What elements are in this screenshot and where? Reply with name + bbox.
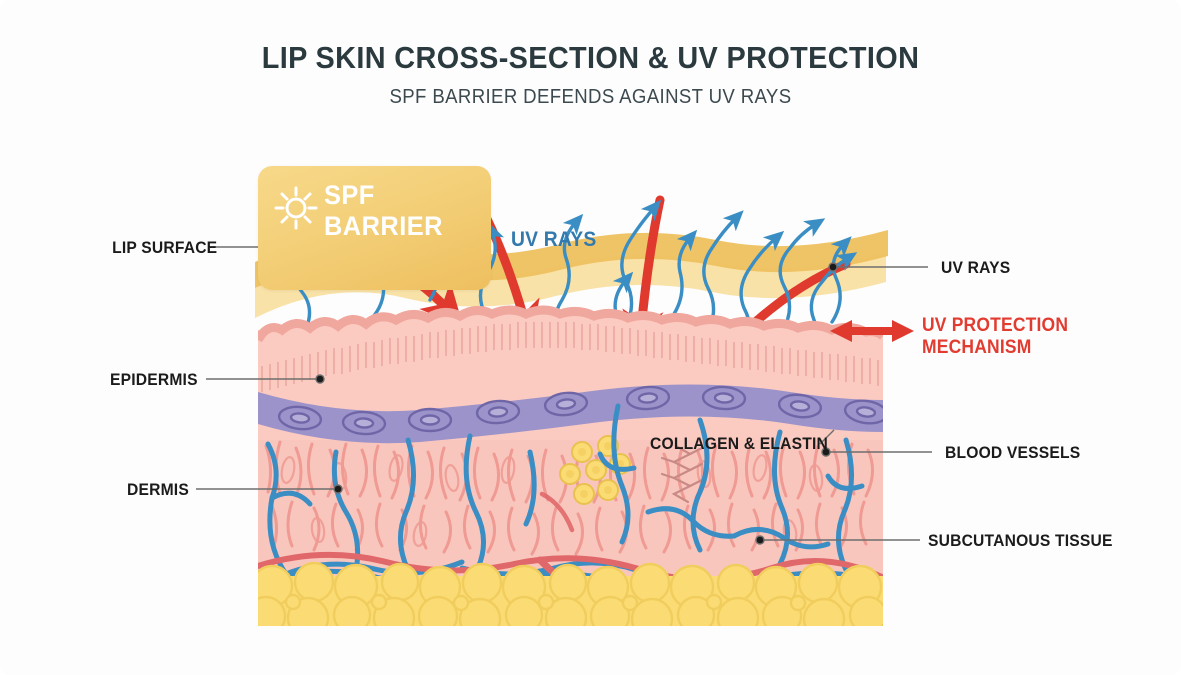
callout-uv-protection-mechanism: UV PROTECTION MECHANISM: [922, 315, 1069, 358]
callout-collagen-elastin: COLLAGEN & ELASTIN: [650, 434, 828, 453]
label-dermis: DERMIS: [127, 480, 189, 499]
skin-block: [258, 305, 883, 626]
callout-uv-rays-overlay: UV RAYS: [511, 228, 597, 251]
label-lip-surface: LIP SURFACE: [112, 238, 218, 257]
label-subcutanous-tissue: SUBCUTANOUS TISSUE: [928, 531, 1113, 550]
label-epidermis: EPIDERMIS: [110, 370, 198, 389]
spf-barrier-bands: [255, 230, 888, 318]
epidermis-rim: [258, 305, 883, 343]
label-blood-vessels: BLOOD VESSELS: [945, 443, 1081, 462]
fat-globules: [258, 561, 883, 626]
sun-icon: [274, 186, 318, 230]
basal-cells: [277, 385, 883, 436]
nerve-fiber: [660, 444, 704, 504]
uv-protection-double-arrow: [830, 320, 914, 342]
page-subtitle: SPF BARRIER DEFENDS AGAINST UV RAYS: [389, 86, 792, 108]
spf-barrier-badge: SPF BARRIER: [258, 166, 491, 290]
page-title: LIP SKIN CROSS-SECTION & UV PROTECTION: [261, 40, 920, 75]
label-uv-rays: UV RAYS: [941, 258, 1011, 277]
spf-barrier-label: SPF BARRIER: [324, 180, 443, 241]
